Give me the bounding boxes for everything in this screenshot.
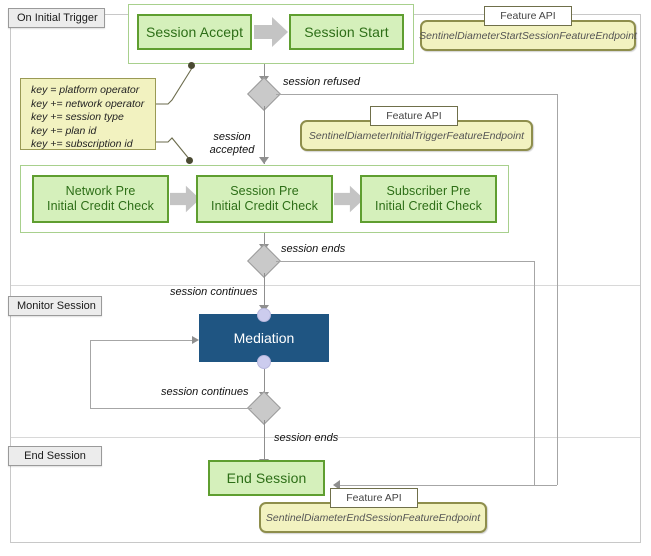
note-connector-upper	[156, 67, 193, 105]
lane-divider-2	[11, 437, 640, 438]
edge-ends-top-horizontal	[276, 261, 534, 262]
task-subscriber-pre-initial-credit-check[interactable]: Subscriber Pre Initial Credit Check	[360, 175, 497, 223]
arrowhead-loop-to-mediation	[192, 336, 199, 344]
mediation-port-in	[257, 308, 271, 322]
task-subscriber-pre-line2: Initial Credit Check	[375, 199, 482, 213]
edge-label-session-continues-loop: session continues	[161, 386, 249, 398]
mediation-port-out	[257, 355, 271, 369]
edge-label-session-ends-top: session ends	[281, 243, 346, 255]
edge-label-session-refused: session refused	[283, 76, 361, 88]
edge-label-session-accepted-line1: session	[213, 131, 251, 143]
edge-mediation-to-decision3	[264, 369, 265, 396]
task-network-pre-line2: Initial Credit Check	[47, 199, 154, 213]
feature-api-initial-trigger-tab: Feature API	[370, 106, 458, 126]
task-network-pre-line1: Network Pre	[65, 184, 136, 198]
edge-loop-bottom	[90, 408, 252, 409]
edge-start-to-decision1	[264, 64, 265, 80]
chevron-accept-to-start	[254, 17, 288, 47]
lane-label-monitor-session: Monitor Session	[8, 296, 102, 316]
edge-refused-horizontal	[276, 94, 557, 95]
feature-api-end-session-body: SentinelDiameterEndSessionFeatureEndpoin…	[259, 502, 487, 533]
note-anchor-dot-upper	[188, 62, 195, 69]
edge-loop-left	[90, 340, 91, 409]
note-line-4: key += plan id	[31, 124, 97, 137]
edge-ends-top-to-end-session	[340, 485, 534, 486]
edge-label-session-accepted-line2: accepted	[209, 144, 255, 156]
lane-divider-1	[11, 285, 640, 286]
note-anchor-dot-lower	[186, 157, 193, 164]
feature-api-end-session-tab: Feature API	[330, 488, 418, 508]
note-line-5: key += subscription id	[31, 138, 133, 150]
note-key-composition: key = platform operator key += network o…	[20, 78, 156, 150]
task-session-accept[interactable]: Session Accept	[137, 14, 252, 50]
task-session-pre-initial-credit-check[interactable]: Session Pre Initial Credit Check	[196, 175, 333, 223]
edge-label-session-ends-bottom: session ends	[274, 432, 339, 444]
note-line-1: key = platform operator	[31, 84, 140, 96]
note-connector-lower	[156, 137, 191, 161]
edge-continues-top-vertical	[264, 273, 265, 312]
chevron-network-to-session	[170, 185, 200, 213]
feature-api-start-session-tab: Feature API	[484, 6, 572, 26]
arrowhead-refused-to-end-session	[333, 480, 340, 490]
note-line-2: key += network operator	[31, 97, 145, 110]
edge-loop-top	[90, 340, 192, 341]
lane-label-on-initial-trigger: On Initial Trigger	[8, 8, 105, 28]
edge-ends-top-vertical	[534, 261, 535, 485]
edge-label-session-continues-top: session continues	[170, 286, 258, 298]
task-end-session[interactable]: End Session	[208, 460, 325, 496]
chevron-session-to-subscriber	[334, 185, 364, 213]
task-session-start[interactable]: Session Start	[289, 14, 404, 50]
feature-api-start-session-body: SentinelDiameterStartSessionFeatureEndpo…	[419, 20, 637, 51]
edge-checks-to-decision2	[264, 233, 265, 249]
task-mediation[interactable]: Mediation	[199, 314, 329, 362]
task-subscriber-pre-line1: Subscriber Pre	[386, 184, 471, 198]
edge-ends-bottom-vertical	[264, 420, 265, 465]
task-session-pre-line1: Session Pre	[230, 184, 299, 198]
edge-label-session-accepted: session accepted	[204, 131, 260, 157]
note-line-3: key += session type	[31, 111, 124, 123]
lane-label-end-session: End Session	[8, 446, 102, 466]
task-session-pre-line2: Initial Credit Check	[211, 199, 318, 213]
task-network-pre-initial-credit-check[interactable]: Network Pre Initial Credit Check	[32, 175, 169, 223]
arrowhead-accepted	[259, 157, 269, 164]
edge-accepted-vertical	[264, 106, 265, 164]
edge-refused-vertical	[557, 94, 558, 485]
